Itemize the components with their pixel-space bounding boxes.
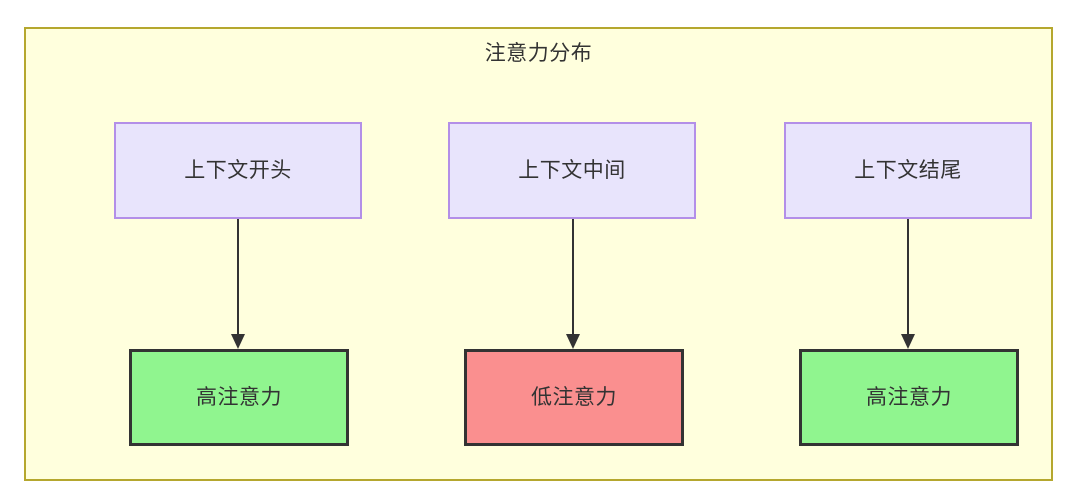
- arrow-shaft: [237, 219, 239, 337]
- arrow-head: [231, 334, 245, 349]
- arrow-shaft: [572, 219, 574, 337]
- node-attention-middle[interactable]: 低注意力: [464, 349, 684, 446]
- arrow-head: [901, 334, 915, 349]
- diagram-title: 注意力分布: [484, 42, 593, 65]
- down-arrow-icon-context-middle: [566, 219, 580, 351]
- arrow-shaft: [907, 219, 909, 337]
- down-arrow-icon-context-start: [231, 219, 245, 351]
- node-context-middle[interactable]: 上下文中间: [448, 122, 696, 219]
- node-attention-end[interactable]: 高注意力: [799, 349, 1019, 446]
- arrow-head: [566, 334, 580, 349]
- node-attention-start[interactable]: 高注意力: [129, 349, 349, 446]
- down-arrow-icon-context-end: [901, 219, 915, 351]
- node-context-end[interactable]: 上下文结尾: [784, 122, 1032, 219]
- attention-distribution-subgraph: 注意力分布 上下文开头 上下文中间 上下文结尾 高注意力 低注意力 高注意力: [24, 27, 1053, 481]
- node-context-start[interactable]: 上下文开头: [114, 122, 362, 219]
